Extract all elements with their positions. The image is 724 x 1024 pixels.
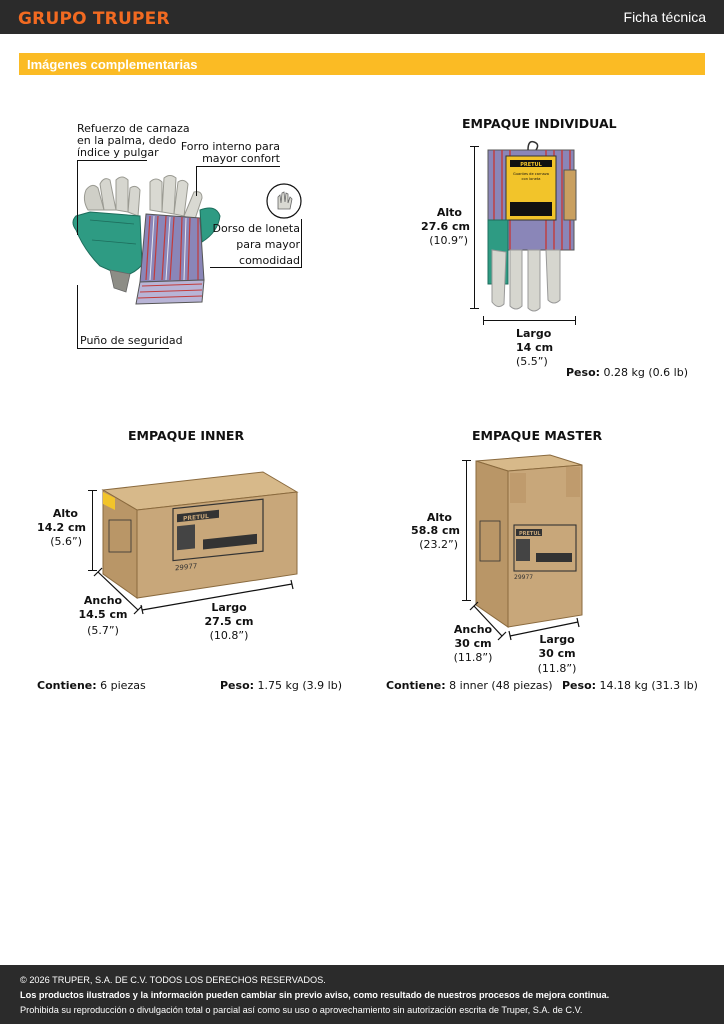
master-ancho-line: [469, 601, 507, 641]
master-peso: Peso: 14.18 kg (31.3 lb): [562, 680, 698, 692]
page-footer: © 2026 TRUPER, S.A. DE C.V. TODOS LOS DE…: [0, 965, 724, 1024]
individual-largo-label: Largo: [516, 327, 552, 340]
master-alto-inches: (23.2”): [419, 538, 458, 551]
master-contiene-value: 8 inner (48 piezas): [449, 679, 553, 692]
master-peso-label: Peso:: [562, 679, 597, 692]
master-largo-value: 30 cm: [538, 647, 576, 660]
individual-alto-inches: (10.9”): [429, 234, 468, 247]
feature-refuerzo-2: en la palma, dedo: [77, 134, 177, 147]
section-title: Imágenes complementarias: [27, 57, 198, 72]
individual-alto-cap-top: [470, 146, 479, 147]
master-box-brand: PRETUL: [519, 531, 541, 537]
footer-notice: Los productos ilustrados y la informació…: [20, 990, 610, 1000]
page-header: GRUPO TRUPER Ficha técnica: [0, 0, 724, 34]
individual-largo-cap-left: [483, 316, 484, 325]
inner-ancho-label: Ancho: [83, 594, 123, 607]
master-title: EMPAQUE MASTER: [472, 428, 603, 443]
master-largo-label: Largo: [539, 633, 575, 646]
feature-dorso-2: para mayor: [236, 238, 300, 251]
pack-brand: PRETUL: [520, 162, 542, 168]
inner-ancho-line: [93, 567, 143, 615]
master-box-code: 29977: [514, 574, 533, 581]
master-largo-inches: (11.8”): [537, 662, 577, 675]
master-alto-value: 58.8 cm: [411, 524, 460, 537]
inner-alto-inches: (5.6”): [50, 535, 82, 548]
individual-largo-cap-right: [575, 316, 576, 325]
leader-dorso-h: [210, 267, 302, 268]
footer-copyright: © 2026 TRUPER, S.A. DE C.V. TODOS LOS DE…: [20, 975, 326, 985]
pack-text-1: Guantes de carnaza: [513, 172, 549, 176]
right-glove: [135, 175, 221, 305]
glove-back-icon: [266, 183, 302, 219]
inner-alto-cap-bottom: [88, 570, 97, 571]
master-contiene: Contiene: 8 inner (48 piezas): [386, 680, 553, 692]
individual-title: EMPAQUE INDIVIDUAL: [462, 116, 617, 131]
master-box-image: PRETUL 29977: [475, 454, 583, 628]
master-largo-line: [508, 617, 580, 641]
feature-refuerzo-3: índice y pulgar: [77, 146, 159, 159]
individual-largo-inches: (5.5”): [516, 355, 548, 368]
inner-box-image: PRETUL 29977: [101, 471, 299, 599]
inner-alto-cap-top: [88, 490, 97, 491]
master-alto-label: Alto: [426, 511, 452, 524]
feature-refuerzo-1: Refuerzo de carnaza: [77, 122, 190, 135]
individual-largo-value: 14 cm: [516, 341, 554, 354]
feature-forro-2: mayor confort: [202, 152, 280, 165]
feature-forro-1: Forro interno para: [180, 140, 280, 153]
inner-peso: Peso: 1.75 kg (3.9 lb): [220, 680, 342, 692]
feature-puno: Puño de seguridad: [80, 334, 183, 347]
inner-contiene-value: 6 piezas: [100, 679, 146, 692]
individual-peso-label: Peso:: [566, 366, 601, 379]
individual-alto-line: [474, 146, 475, 308]
leader-dorso-v: [301, 219, 302, 268]
master-alto-line: [466, 460, 467, 600]
feature-dorso-1: Dorso de loneta: [212, 222, 300, 235]
inner-alto-label: Alto: [52, 507, 78, 520]
brand-logo: GRUPO TRUPER: [18, 9, 170, 29]
master-alto-cap-top: [462, 460, 471, 461]
left-glove: [72, 176, 143, 293]
leader-refuerzo-v: [77, 160, 78, 235]
inner-peso-label: Peso:: [220, 679, 255, 692]
footer-prohibition: Prohibida su reproducción o divulgación …: [20, 1005, 583, 1015]
leader-puno-v: [77, 285, 78, 349]
leader-forro-v: [196, 166, 197, 196]
inner-largo-label: Largo: [211, 601, 247, 614]
inner-largo-line: [140, 579, 294, 615]
doc-title: Ficha técnica: [623, 9, 706, 25]
master-ancho-label: Ancho: [453, 623, 493, 636]
master-ancho-value: 30 cm: [454, 637, 492, 650]
individual-alto-label: Alto: [436, 206, 462, 219]
master-peso-value: 14.18 kg (31.3 lb): [599, 679, 698, 692]
master-contiene-label: Contiene:: [386, 679, 446, 692]
master-alto-cap-bottom: [462, 600, 471, 601]
inner-peso-value: 1.75 kg (3.9 lb): [257, 679, 342, 692]
inner-ancho-inches: (5.7”): [87, 624, 119, 637]
individual-alto-value: 27.6 cm: [421, 220, 470, 233]
individual-peso-value: 0.28 kg (0.6 lb): [603, 366, 688, 379]
section-bar: Imágenes complementarias: [19, 53, 705, 75]
gloves-illustration: [72, 175, 221, 305]
inner-box-code: 29977: [175, 561, 197, 572]
individual-alto-cap-bottom: [470, 308, 479, 309]
inner-box-brand: PRETUL: [183, 513, 209, 523]
inner-largo-inches: (10.8”): [209, 629, 249, 642]
inner-contiene-label: Contiene:: [37, 679, 97, 692]
leader-puno-h: [77, 348, 169, 349]
inner-title: EMPAQUE INNER: [128, 428, 245, 443]
individual-peso: Peso: 0.28 kg (0.6 lb): [566, 367, 688, 379]
leader-forro-h: [196, 166, 280, 167]
inner-alto-line: [92, 490, 93, 570]
individual-pack-image: PRETUL Guantes de carnaza con loneta: [487, 140, 577, 312]
inner-alto-value: 14.2 cm: [37, 521, 86, 534]
inner-contiene: Contiene: 6 piezas: [37, 680, 146, 692]
feature-dorso-3: comodidad: [239, 254, 300, 267]
leader-refuerzo-h: [77, 160, 147, 161]
pack-text-2: con loneta: [522, 177, 541, 181]
inner-largo-value: 27.5 cm: [204, 615, 254, 628]
inner-ancho-value: 14.5 cm: [78, 608, 128, 621]
individual-largo-line: [483, 320, 575, 321]
master-ancho-inches: (11.8”): [453, 651, 493, 664]
